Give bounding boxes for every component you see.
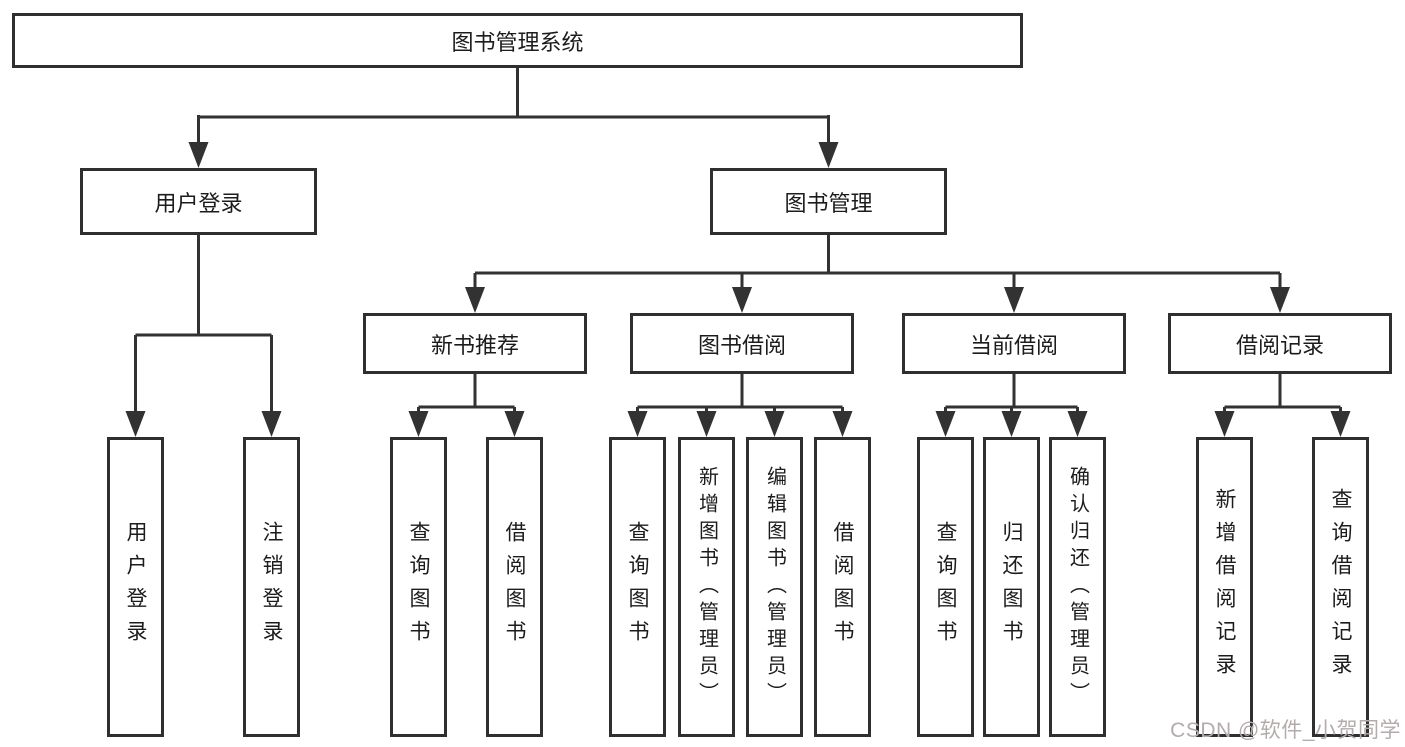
leaf-add-book-admin: 新增图书（管理员） <box>678 437 735 737</box>
arrowhead-icon <box>1067 411 1088 437</box>
node-borrowing-records: 借阅记录 <box>1168 313 1392 374</box>
leaf-confirm-return-admin: 确认归还（管理员） <box>1049 437 1106 737</box>
node-user-login: 用户登录 <box>80 168 317 235</box>
leaf-label: 确认归还（管理员） <box>1066 465 1089 709</box>
leaf-query-books-borrowing: 查询图书 <box>609 437 666 737</box>
node-book-borrowing: 图书借阅 <box>630 313 854 374</box>
csdn-watermark: CSDN @软件_小贺同学 <box>1170 719 1401 742</box>
arrowhead-icon <box>465 287 485 313</box>
leaf-label: 注销登录 <box>260 521 283 653</box>
leaf-label: 借阅图书 <box>503 521 526 653</box>
arrowhead-icon <box>818 142 839 168</box>
arrowhead-icon <box>1004 287 1024 313</box>
arrowhead-icon <box>1270 287 1290 313</box>
leaf-borrow-books-recommend: 借阅图书 <box>486 437 543 737</box>
leaf-label: 新增借阅记录 <box>1213 488 1236 686</box>
leaf-edit-book-admin: 编辑图书（管理员） <box>746 437 803 737</box>
connector-borrowing-records-children <box>1214 374 1351 437</box>
arrowhead-icon <box>1214 411 1235 437</box>
node-new-book-recommendation: 新书推荐 <box>363 313 587 374</box>
arrowhead-icon <box>188 142 209 168</box>
arrowhead-icon <box>627 411 648 437</box>
leaf-label: 查询图书 <box>934 521 957 653</box>
arrowhead-icon <box>504 411 525 437</box>
leaf-user-login: 用户登录 <box>107 437 164 737</box>
leaf-label: 查询借阅记录 <box>1329 488 1352 686</box>
leaf-label: 查询图书 <box>407 521 430 653</box>
connector-book-borrowing-children <box>627 374 853 437</box>
node-book-management: 图书管理 <box>710 168 947 235</box>
leaf-borrow-books-borrowing: 借阅图书 <box>814 437 871 737</box>
node-library-management-system: 图书管理系统 <box>12 13 1023 68</box>
leaf-add-borrow-record: 新增借阅记录 <box>1196 437 1253 737</box>
leaf-return-books: 归还图书 <box>983 437 1040 737</box>
connector-current-borrowing-children <box>935 374 1088 437</box>
leaf-label: 用户登录 <box>124 521 147 653</box>
arrowhead-icon <box>732 287 752 313</box>
leaf-query-borrow-record: 查询借阅记录 <box>1312 437 1369 737</box>
leaf-label: 归还图书 <box>1000 521 1023 653</box>
arrowhead-icon <box>408 411 429 437</box>
leaf-logout: 注销登录 <box>243 437 300 737</box>
node-current-borrowing: 当前借阅 <box>902 313 1126 374</box>
arrowhead-icon <box>696 411 717 437</box>
connector-new-book-recommendation-children <box>408 374 525 437</box>
leaf-label: 借阅图书 <box>831 521 854 653</box>
arrowhead-icon <box>261 411 282 437</box>
arrowhead-icon <box>125 411 146 437</box>
connector-user-login-children <box>125 235 282 437</box>
arrowhead-icon <box>764 411 785 437</box>
leaf-label: 新增图书（管理员） <box>695 465 718 709</box>
leaf-label: 编辑图书（管理员） <box>763 465 786 709</box>
connector-root-to-level2 <box>188 68 839 168</box>
arrowhead-icon <box>1001 411 1022 437</box>
arrowhead-icon <box>935 411 956 437</box>
connector-book-management-children <box>465 235 1290 313</box>
leaf-query-books-recommend: 查询图书 <box>390 437 447 737</box>
arrowhead-icon <box>832 411 853 437</box>
leaf-query-books-current: 查询图书 <box>917 437 974 737</box>
arrowhead-icon <box>1330 411 1351 437</box>
leaf-label: 查询图书 <box>626 521 649 653</box>
